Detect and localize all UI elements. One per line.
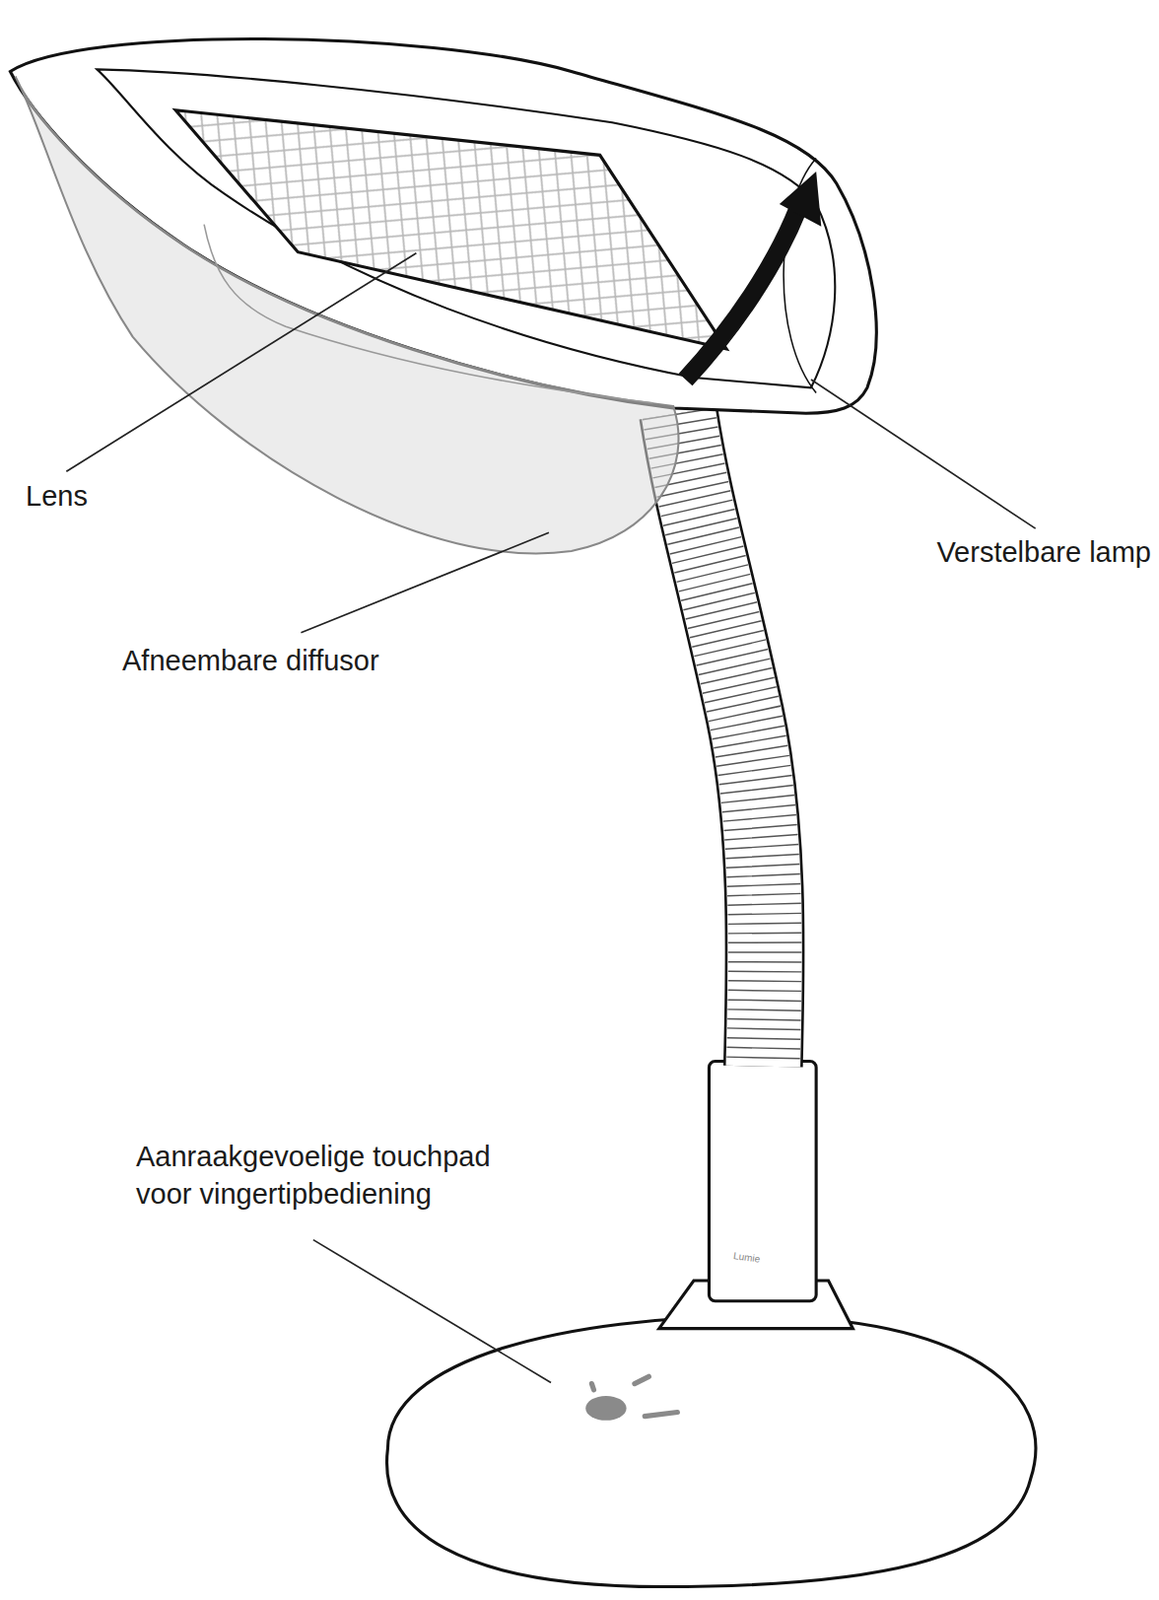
part-label: Lens [25,477,88,516]
lamp-base [387,1315,1036,1586]
adjust-arrowhead [779,171,821,227]
touchpad-icon [585,1395,626,1421]
part-label: Aanraakgevoelige touchpad voor vingertip… [136,1138,550,1213]
leader-line [300,532,549,632]
gooseneck-outline [678,412,765,1066]
part-label: Afneembare diffusor [122,642,380,681]
gooseneck-ribs [678,412,765,1066]
part-label: Verstelbare lamp [936,534,1152,572]
adjust-arrow [685,208,799,380]
gooseneck-fill [678,412,765,1066]
diffuser-edge [204,224,653,404]
lamp-collar [708,1060,817,1300]
touchpad-marks [591,1375,678,1416]
diffuser-shell [15,76,680,554]
leader-line [313,1239,551,1383]
leader-line [66,253,416,473]
leader-line [811,379,1036,529]
